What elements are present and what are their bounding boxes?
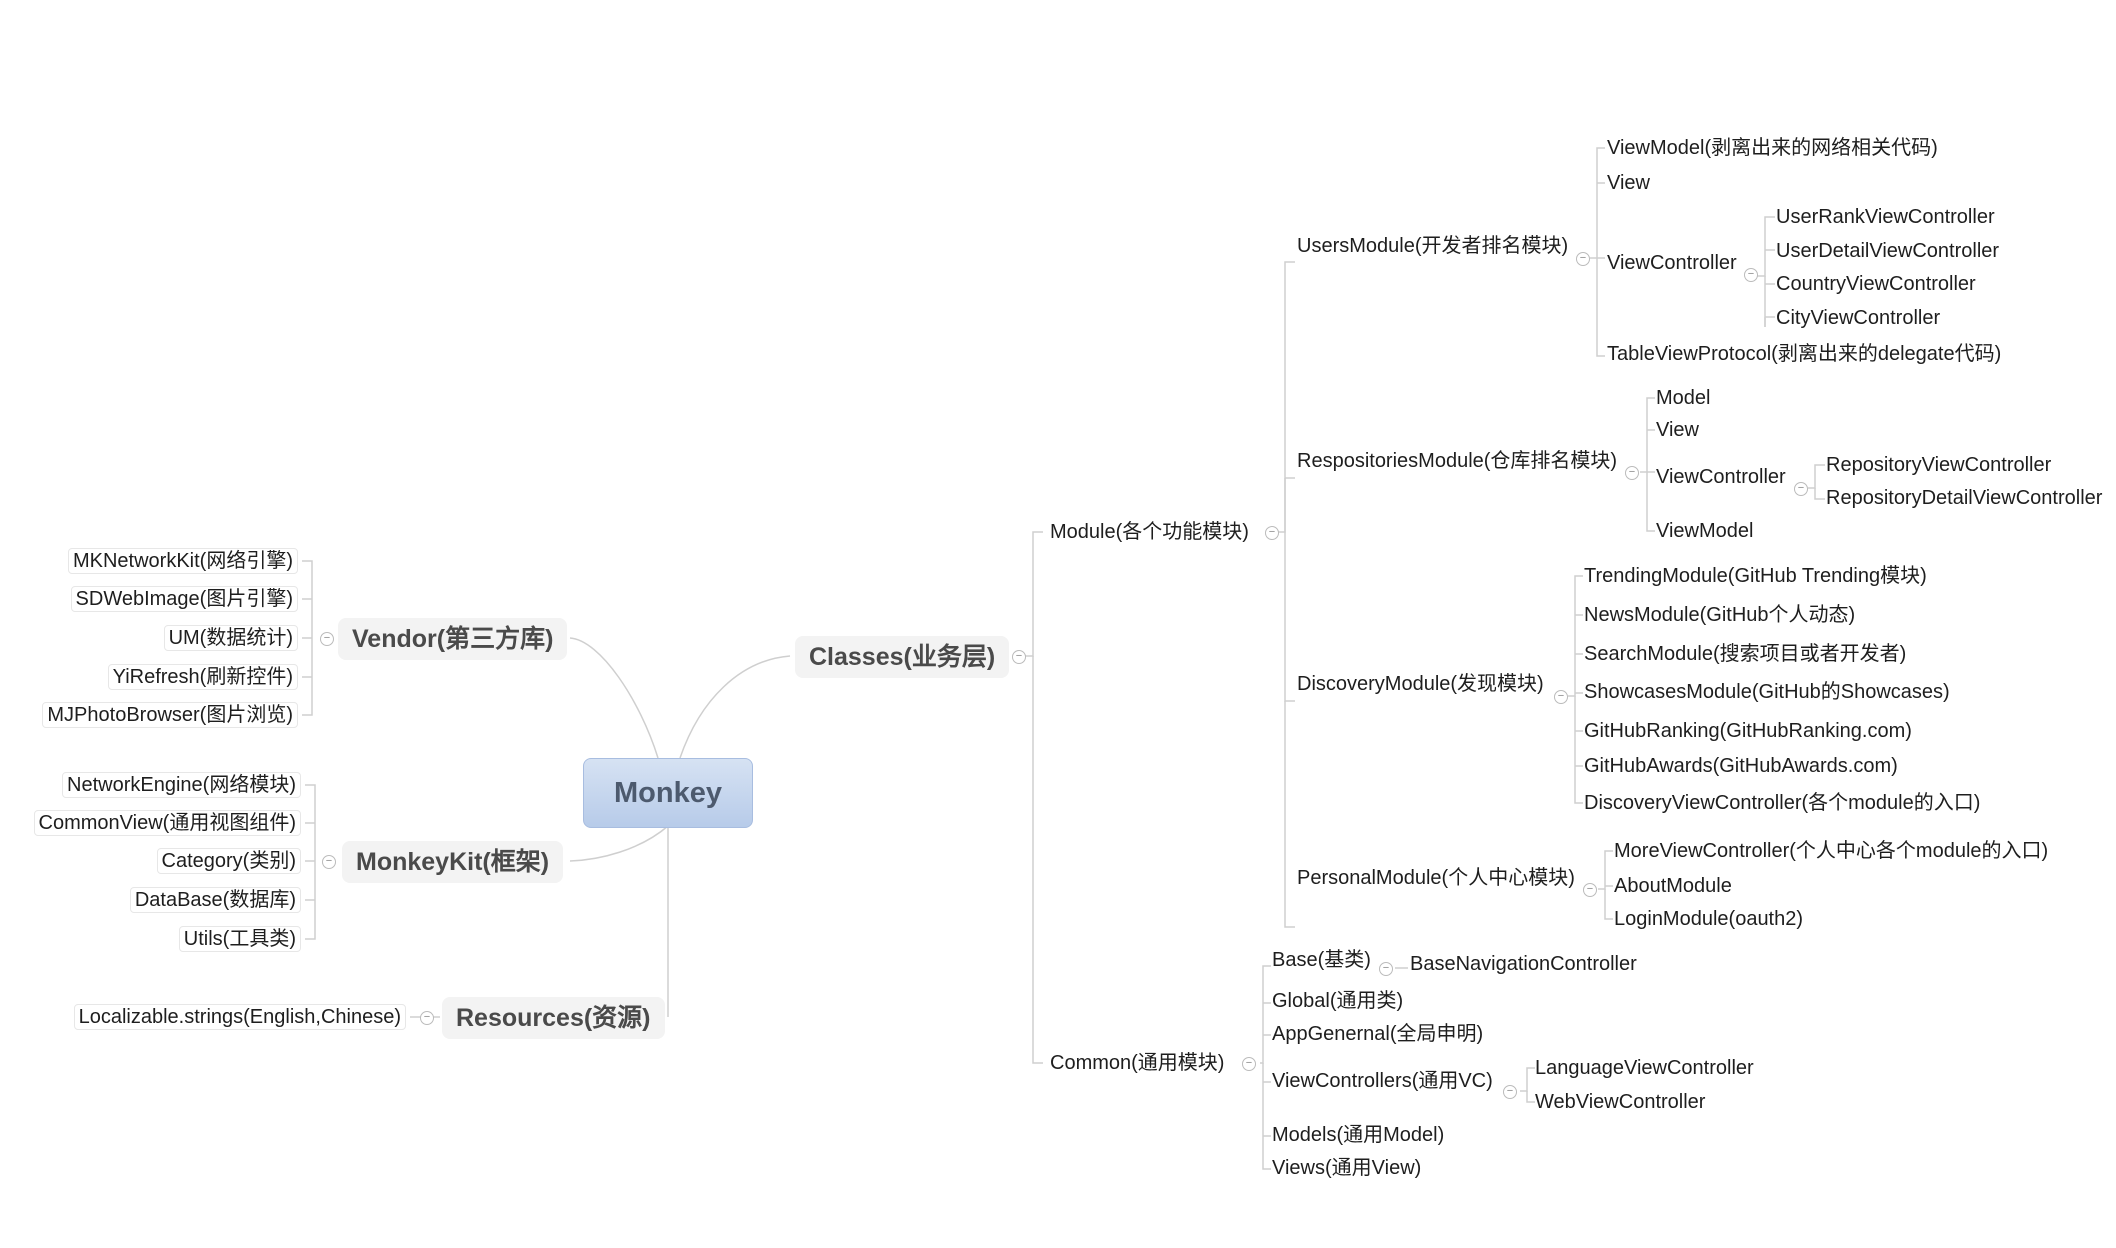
monkeykit-item[interactable]: NetworkEngine(网络模块) <box>62 772 301 798</box>
repos-vc-item[interactable]: RepositoryViewController <box>1826 454 2052 476</box>
discovery-module-node[interactable]: DiscoveryModule(发现模块) <box>1297 673 1544 695</box>
collapse-vendor-icon[interactable]: − <box>320 632 334 646</box>
resources-item[interactable]: Localizable.strings(English,Chinese) <box>73 1004 406 1030</box>
users-vc-item[interactable]: CountryViewController <box>1776 273 1976 295</box>
repos-vc-item[interactable]: RepositoryDetailViewController <box>1826 487 2103 509</box>
monkeykit-item[interactable]: Category(类别) <box>156 848 301 874</box>
classes-node[interactable]: Classes(业务层) <box>795 636 1010 678</box>
vendor-item[interactable]: MJPhotoBrowser(图片浏览) <box>42 702 298 728</box>
collapse-users-icon[interactable]: − <box>1576 252 1590 266</box>
discovery-item[interactable]: GitHubRanking(GitHubRanking.com) <box>1584 720 1912 742</box>
vendor-item[interactable]: MKNetworkKit(网络引擎) <box>67 548 298 574</box>
repos-item[interactable]: View <box>1656 419 1699 441</box>
users-vc-item[interactable]: UserDetailViewController <box>1776 240 2000 262</box>
discovery-item[interactable]: GitHubAwards(GitHubAwards.com) <box>1584 755 1898 777</box>
monkeykit-item[interactable]: CommonView(通用视图组件) <box>33 810 301 836</box>
collapse-common-icon[interactable]: − <box>1242 1057 1256 1071</box>
discovery-item[interactable]: SearchModule(搜索项目或者开发者) <box>1584 643 1907 665</box>
common-node[interactable]: Common(通用模块) <box>1050 1052 1225 1074</box>
collapse-resources-icon[interactable]: − <box>420 1011 434 1025</box>
collapse-repos-vc-icon[interactable]: − <box>1794 482 1808 496</box>
repos-item[interactable]: ViewController <box>1656 466 1786 488</box>
common-models[interactable]: Models(通用Model) <box>1272 1124 1445 1146</box>
module-node[interactable]: Module(各个功能模块) <box>1050 521 1249 543</box>
common-base-child[interactable]: BaseNavigationController <box>1410 953 1637 975</box>
collapse-base-icon[interactable]: − <box>1379 962 1393 976</box>
monkeykit-node[interactable]: MonkeyKit(框架) <box>342 841 564 883</box>
users-item[interactable]: ViewController <box>1607 252 1737 274</box>
collapse-classes-icon[interactable]: − <box>1012 650 1026 664</box>
personal-item[interactable]: LoginModule(oauth2) <box>1614 908 1804 930</box>
common-vcs-child[interactable]: WebViewController <box>1535 1091 1706 1113</box>
vendor-node[interactable]: Vendor(第三方库) <box>338 618 568 660</box>
collapse-repos-icon[interactable]: − <box>1625 466 1639 480</box>
common-global[interactable]: Global(通用类) <box>1272 990 1404 1012</box>
discovery-item[interactable]: ShowcasesModule(GitHub的Showcases) <box>1584 681 1950 703</box>
users-item[interactable]: ViewModel(剥离出来的网络相关代码) <box>1607 137 1938 159</box>
monkeykit-item[interactable]: DataBase(数据库) <box>129 887 301 913</box>
collapse-users-vc-icon[interactable]: − <box>1744 268 1758 282</box>
collapse-personal-icon[interactable]: − <box>1583 883 1597 897</box>
resources-node[interactable]: Resources(资源) <box>442 997 665 1039</box>
repos-item[interactable]: ViewModel <box>1656 520 1754 542</box>
common-base[interactable]: Base(基类) <box>1272 949 1371 971</box>
users-item[interactable]: View <box>1607 172 1650 194</box>
common-vcs-child[interactable]: LanguageViewController <box>1535 1057 1754 1079</box>
monkeykit-item[interactable]: Utils(工具类) <box>178 926 301 952</box>
collapse-discovery-icon[interactable]: − <box>1554 690 1568 704</box>
personal-item[interactable]: MoreViewController(个人中心各个module的入口) <box>1614 840 2049 862</box>
users-module-node[interactable]: UsersModule(开发者排名模块) <box>1297 235 1569 257</box>
discovery-item[interactable]: NewsModule(GitHub个人动态) <box>1584 604 1856 626</box>
discovery-item[interactable]: TrendingModule(GitHub Trending模块) <box>1584 565 1927 587</box>
users-vc-item[interactable]: UserRankViewController <box>1776 206 1995 228</box>
repos-module-node[interactable]: RespositoriesModule(仓库排名模块) <box>1297 450 1618 472</box>
vendor-item[interactable]: UM(数据统计) <box>163 625 298 651</box>
collapse-monkeykit-icon[interactable]: − <box>322 855 336 869</box>
vendor-item[interactable]: YiRefresh(刷新控件) <box>107 664 298 690</box>
repos-item[interactable]: Model <box>1656 387 1711 409</box>
common-vcs[interactable]: ViewControllers(通用VC) <box>1272 1070 1493 1092</box>
users-vc-item[interactable]: CityViewController <box>1776 307 1941 329</box>
users-item[interactable]: TableViewProtocol(剥离出来的delegate代码) <box>1607 343 2002 365</box>
personal-module-node[interactable]: PersonalModule(个人中心模块) <box>1297 867 1575 889</box>
common-appgeneral[interactable]: AppGenernal(全局申明) <box>1272 1023 1484 1045</box>
collapse-vcs-icon[interactable]: − <box>1503 1085 1517 1099</box>
vendor-item[interactable]: SDWebImage(图片引擎) <box>70 586 298 612</box>
common-views[interactable]: Views(通用View) <box>1272 1157 1422 1179</box>
root-node[interactable]: Monkey <box>583 758 753 828</box>
discovery-item[interactable]: DiscoveryViewController(各个module的入口) <box>1584 792 1981 814</box>
collapse-module-icon[interactable]: − <box>1265 526 1279 540</box>
personal-item[interactable]: AboutModule <box>1614 875 1732 897</box>
